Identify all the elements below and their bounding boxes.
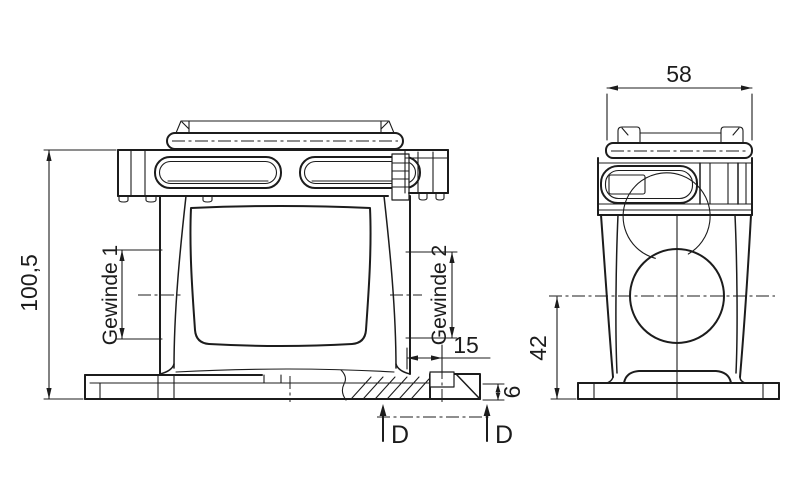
front-view — [84, 120, 481, 404]
section-label-left: D — [391, 421, 409, 449]
side-bore-thread-arc — [622, 172, 711, 259]
side-top-cap — [605, 126, 753, 159]
thread-1-label: Gewinde 1 — [99, 245, 122, 345]
overall-height-label: 100,5 — [16, 254, 42, 312]
front-flange — [117, 149, 449, 203]
section-label-right: D — [495, 421, 513, 449]
base-thickness-label: 6 — [499, 386, 525, 399]
section-indicator-dd: D D — [377, 404, 513, 449]
side-width-label: 58 — [666, 61, 692, 87]
dimension-bore-center-height: 42 — [525, 296, 577, 400]
front-slot-left — [154, 156, 282, 189]
thread-2-label: Gewinde 2 — [428, 245, 451, 345]
front-body — [159, 195, 411, 375]
dimension-base-thickness: 6 — [482, 383, 525, 401]
bore-center-height-label: 42 — [525, 335, 551, 361]
front-window-opening — [189, 205, 372, 347]
side-view — [549, 126, 780, 400]
dimension-thread-1: Gewinde 1 — [99, 245, 182, 345]
dimension-side-width: 58 — [606, 61, 753, 141]
front-latch-block — [391, 153, 410, 201]
dimension-overall-height: 100,5 — [16, 149, 117, 400]
break-line — [340, 369, 347, 401]
side-cap-bar — [605, 142, 753, 159]
front-top-cap — [166, 120, 404, 150]
side-slot-profile — [600, 165, 698, 204]
side-flange — [597, 157, 753, 216]
side-base — [577, 370, 780, 400]
front-thread-hole — [429, 371, 455, 388]
front-slot-right — [299, 156, 421, 189]
dimension-thread-2: Gewinde 2 — [390, 245, 458, 345]
side-body — [549, 172, 775, 399]
front-base — [84, 366, 481, 404]
hole-offset-label: 15 — [453, 332, 479, 358]
dimension-hole-offset: 15 — [406, 332, 491, 372]
section-hatching — [351, 376, 430, 399]
